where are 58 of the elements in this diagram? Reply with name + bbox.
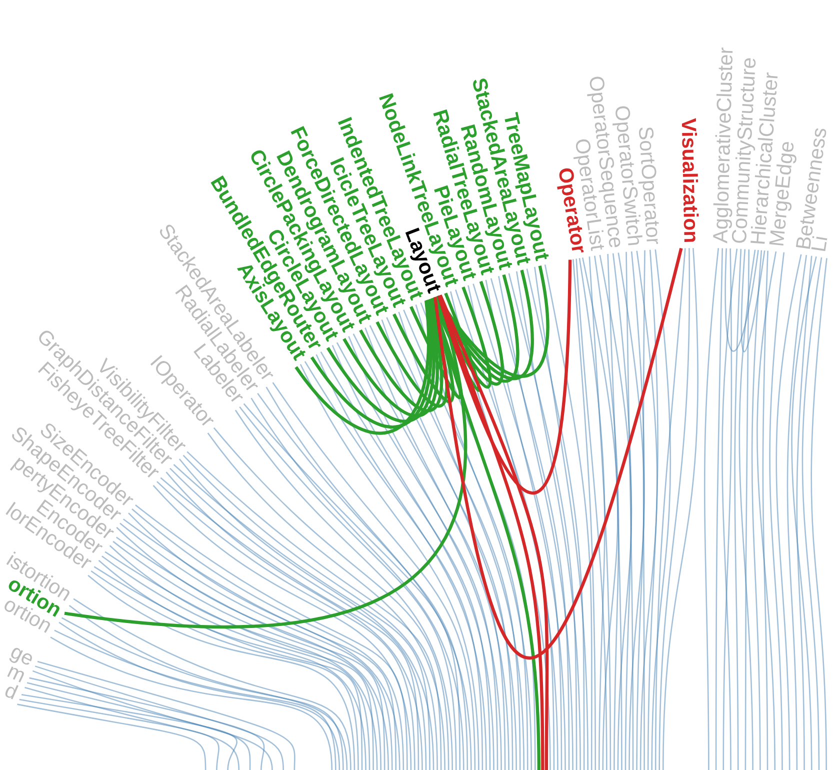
link-curve (392, 298, 454, 403)
link-curve (769, 252, 785, 770)
link-curve (436, 266, 550, 378)
link-curve (642, 250, 646, 770)
link-curve (434, 274, 520, 382)
link-curve (647, 250, 658, 770)
link-curve (432, 280, 504, 386)
link-curve (704, 248, 720, 770)
class-label: ge (9, 648, 32, 665)
link-curve (430, 292, 480, 392)
link-curve (342, 299, 439, 418)
link-curve (508, 273, 578, 770)
link-curve (544, 264, 592, 770)
link-curve (796, 256, 812, 770)
link-curve (738, 250, 756, 770)
class-label: AgglomerativeCluster (713, 48, 733, 244)
link-curve (526, 268, 585, 770)
link-curve (626, 252, 634, 770)
link-curve (651, 249, 671, 770)
link-curve (786, 255, 808, 770)
link-curve (762, 250, 768, 770)
link-curve (734, 248, 742, 770)
link-curve (599, 254, 632, 770)
link-curve (662, 248, 698, 770)
link-curve (802, 257, 822, 770)
link-curve (776, 254, 802, 770)
link-curve (618, 252, 645, 770)
link-curve (572, 259, 596, 770)
link-curve (607, 254, 622, 770)
link-curve (326, 300, 436, 423)
link-curve (722, 248, 738, 770)
link-curve (740, 249, 766, 352)
link-curve (751, 250, 762, 770)
link-curve (437, 260, 572, 494)
link-curve (310, 300, 432, 428)
link-curve (294, 300, 430, 434)
link-curve (630, 251, 645, 770)
link-curve (359, 299, 444, 412)
link-curve (376, 298, 448, 408)
link-curve (724, 248, 759, 352)
link-curve (715, 248, 723, 770)
link-curve (791, 256, 817, 770)
link-curve (722, 248, 732, 770)
class-label: m (7, 666, 24, 682)
link-curve (588, 256, 612, 770)
link-curve (435, 270, 534, 380)
link-curve (582, 258, 618, 770)
link-curve (612, 253, 632, 770)
link-curve (410, 298, 462, 398)
link-curve (636, 250, 658, 770)
link-curve (64, 296, 466, 628)
link-curve (594, 256, 620, 770)
link-curve (756, 251, 777, 770)
class-label: d (5, 685, 18, 700)
class-label: Visualization (682, 118, 699, 242)
link-curve (744, 249, 750, 770)
link-curve (810, 258, 828, 770)
link-curve (433, 248, 683, 659)
